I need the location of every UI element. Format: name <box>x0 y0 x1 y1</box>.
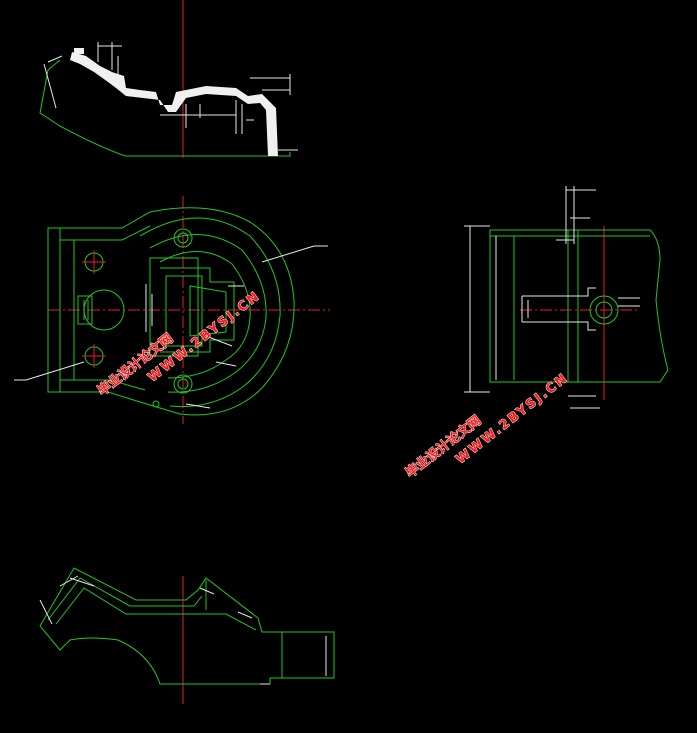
outline-lower-body <box>39 112 291 157</box>
side-outline <box>489 229 669 383</box>
view-side <box>464 186 669 409</box>
dim-line-front-rib <box>199 587 215 595</box>
body-bottom-edge <box>60 379 146 391</box>
watermark-right: 毕业设计论文网 WWW.2BYSJ.CN <box>402 370 572 482</box>
ring-inner <box>159 251 251 379</box>
ring-middle <box>149 234 267 393</box>
view-top-section <box>39 0 298 158</box>
leader-bottom <box>185 403 211 409</box>
dim-line-left <box>43 63 57 109</box>
side-bore-section <box>521 287 596 331</box>
view-plan <box>14 196 330 424</box>
leader-mid-2 <box>215 361 237 367</box>
lobe-bottom-inner <box>177 378 189 390</box>
watermark-left: 毕业设计论文网 WWW.2BYSJ.CN <box>94 288 264 400</box>
lobe-top-inner <box>177 232 189 244</box>
small-hole-bottom <box>152 400 160 408</box>
body-outline <box>47 207 295 416</box>
leader-upper-right <box>261 245 315 263</box>
inner-rect-frame <box>149 257 199 357</box>
front-inner-upper <box>47 577 203 621</box>
body-top-edge <box>60 225 151 241</box>
section-profile <box>70 52 278 156</box>
lobe-top <box>173 228 193 248</box>
ring-outer <box>139 217 281 408</box>
dim-line-front-top-2 <box>69 577 95 587</box>
inner-pocket-2 <box>165 275 203 347</box>
view-front <box>39 567 335 704</box>
front-outline <box>39 567 335 685</box>
side-hub-outer <box>589 295 619 325</box>
boss-slot-lines <box>83 300 89 320</box>
dim-line-front-left <box>39 599 53 625</box>
inner-pocket <box>160 267 235 353</box>
leader-mid-1 <box>205 335 233 347</box>
side-hub-inner <box>595 301 613 319</box>
dim-line-front-top-1 <box>59 575 79 587</box>
lobe-bottom <box>173 374 193 394</box>
dim-line-left-ext <box>47 55 63 63</box>
section-profile-tab <box>74 48 84 54</box>
dim-line-front-mid <box>237 611 253 619</box>
front-inner-middle <box>55 587 257 631</box>
boss-slot <box>77 295 93 325</box>
outline-left-end <box>39 59 61 114</box>
inner-pocket-3 <box>189 285 227 337</box>
leader-lower-left <box>25 361 85 381</box>
